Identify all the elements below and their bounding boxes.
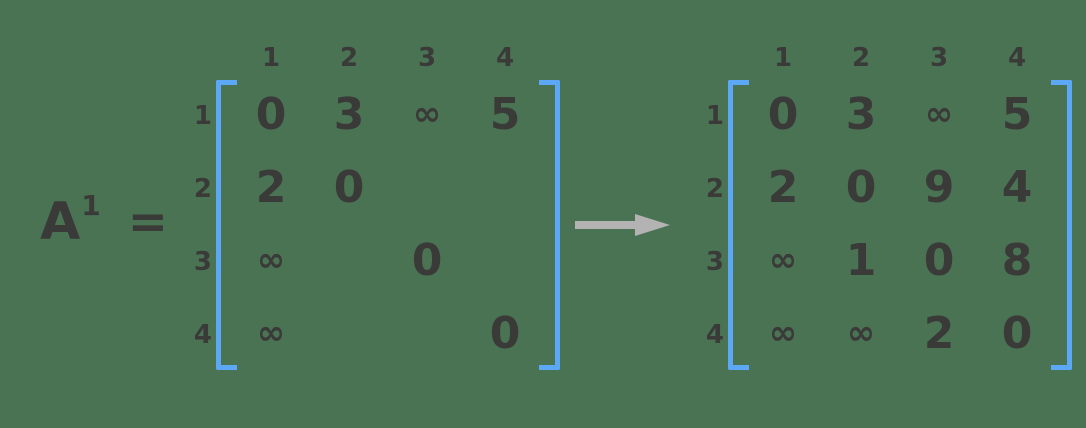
matrix-cell: 3 — [845, 89, 877, 140]
table-row: ∞ ∞ 2 0 — [744, 297, 1056, 370]
matrix-cell — [388, 297, 466, 370]
row-header: 1 — [705, 101, 724, 131]
matrix-cell: 0 — [1001, 308, 1033, 359]
column-header: 1 — [261, 43, 281, 73]
matrix-brackets-before: 0 3 ∞ 5 2 0 ∞ — [216, 78, 560, 372]
matrix-cell: 0 — [333, 162, 365, 213]
matrix-cell: 9 — [923, 162, 955, 213]
matrix-cell: ∞ — [924, 94, 954, 134]
equals-sign: = — [127, 194, 168, 250]
matrix-cell: 4 — [1001, 162, 1033, 213]
matrix-cell: 2 — [923, 308, 955, 359]
row-headers-after: 1 2 3 4 — [698, 78, 728, 372]
matrix-cell: 0 — [489, 308, 521, 359]
right-arrow-icon — [575, 213, 670, 237]
right-bracket-icon — [539, 80, 560, 370]
matrix-equation-label: A 1 = — [40, 192, 168, 252]
matrix-cell: 2 — [255, 162, 287, 213]
column-header: 4 — [495, 43, 515, 73]
table-row: 0 3 ∞ 5 — [232, 78, 544, 151]
matrix-cell: ∞ — [256, 313, 286, 353]
row-header: 3 — [705, 247, 724, 277]
column-headers-after: 1 2 3 4 — [744, 38, 1072, 78]
table-row: 2 0 — [232, 151, 544, 224]
matrix-cell: 2 — [767, 162, 799, 213]
row-header: 1 — [193, 101, 212, 131]
matrix-cell — [466, 224, 544, 297]
matrix-cell: 0 — [767, 89, 799, 140]
row-headers-before: 1 2 3 4 — [186, 78, 216, 372]
matrix-cells-before: 0 3 ∞ 5 2 0 ∞ — [232, 78, 544, 370]
matrix-cell: ∞ — [846, 313, 876, 353]
matrix-cell: ∞ — [256, 240, 286, 280]
row-header: 3 — [193, 247, 212, 277]
matrix-cell: 3 — [333, 89, 365, 140]
table-row: ∞ 0 — [232, 224, 544, 297]
left-bracket-icon — [216, 80, 237, 370]
row-header: 4 — [705, 320, 724, 350]
right-bracket-icon — [1051, 80, 1072, 370]
matrix-after: 1 2 3 4 1 2 3 4 0 3 — [698, 38, 1072, 372]
row-header: 2 — [193, 174, 212, 204]
matrix-cell: 5 — [1001, 89, 1033, 140]
table-row: ∞ 0 — [232, 297, 544, 370]
matrix-cell — [310, 224, 388, 297]
left-bracket-icon — [728, 80, 749, 370]
matrix-cell: ∞ — [768, 313, 798, 353]
matrix-cell: ∞ — [412, 94, 442, 134]
column-header: 3 — [417, 43, 437, 73]
table-row: 0 3 ∞ 5 — [744, 78, 1056, 151]
column-header: 2 — [851, 43, 871, 73]
column-headers-before: 1 2 3 4 — [232, 38, 560, 78]
matrix-name: A — [40, 192, 81, 252]
matrix-cells-after: 0 3 ∞ 5 2 0 9 4 ∞ 1 — [744, 78, 1056, 370]
matrix-cell — [466, 151, 544, 224]
matrix-brackets-after: 0 3 ∞ 5 2 0 9 4 ∞ 1 — [728, 78, 1072, 372]
matrix-cell — [310, 297, 388, 370]
matrix-cell: 5 — [489, 89, 521, 140]
table-row: 2 0 9 4 — [744, 151, 1056, 224]
matrix-cell: 0 — [255, 89, 287, 140]
column-header: 2 — [339, 43, 359, 73]
matrix-cell: 0 — [411, 235, 443, 286]
matrix-cell — [388, 151, 466, 224]
matrix-cell: ∞ — [768, 240, 798, 280]
matrix-cell: 8 — [1001, 235, 1033, 286]
matrix-cell: 0 — [923, 235, 955, 286]
matrix-superscript: 1 — [81, 189, 101, 222]
matrix-cell: 0 — [845, 162, 877, 213]
matrix-cell: 1 — [845, 235, 877, 286]
matrix-before: 1 2 3 4 1 2 3 4 0 3 — [186, 38, 560, 372]
row-header: 4 — [193, 320, 212, 350]
table-row: ∞ 1 0 8 — [744, 224, 1056, 297]
column-header: 3 — [929, 43, 949, 73]
row-header: 2 — [705, 174, 724, 204]
column-header: 1 — [773, 43, 793, 73]
column-header: 4 — [1007, 43, 1027, 73]
